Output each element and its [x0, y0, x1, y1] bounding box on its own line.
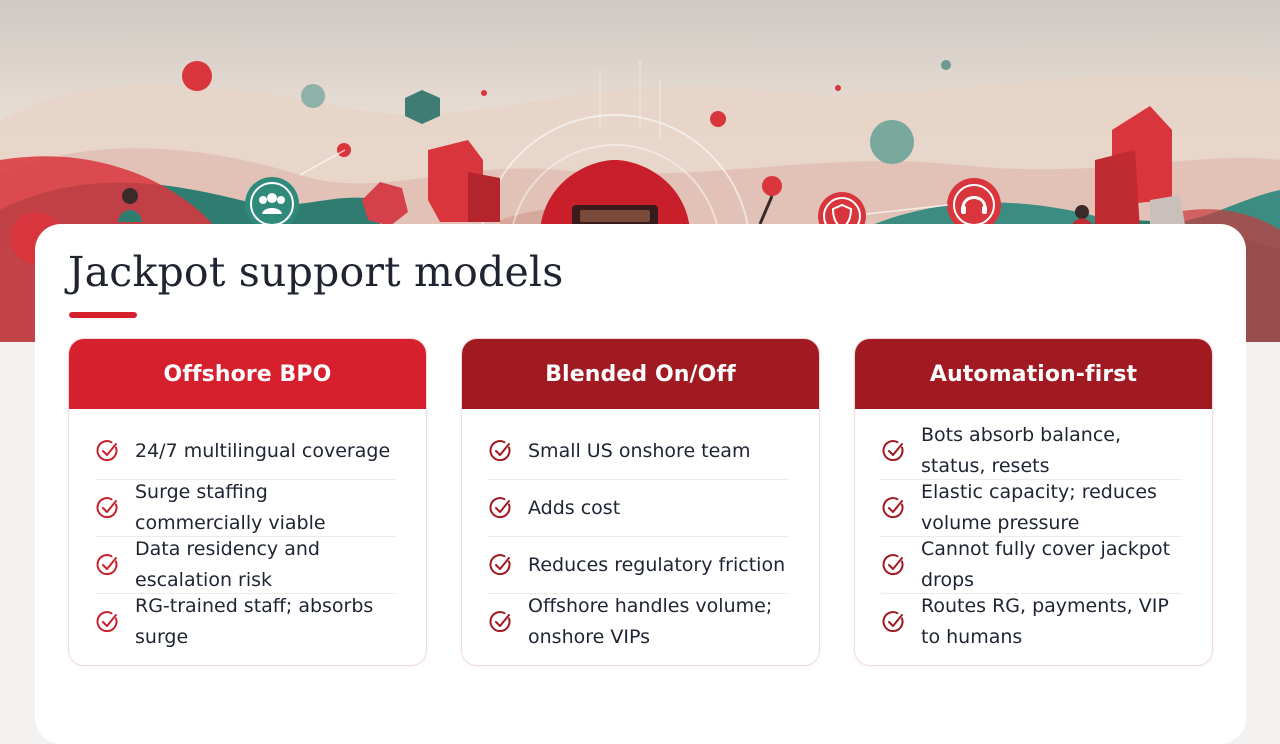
- list-item: Offshore handles volume; onshore VIPs: [488, 594, 789, 650]
- model-column-automation-first: Automation-first Bots absorb balance, st…: [854, 338, 1213, 666]
- item-text: 24/7 multilingual coverage: [135, 439, 391, 462]
- item-text: Data residency and escalation risk: [135, 538, 320, 591]
- title-accent-rule: [69, 312, 137, 318]
- check-circle-icon: [489, 497, 511, 519]
- headset-icon: [947, 178, 1001, 232]
- list-item: Bots absorb balance, status, resets: [881, 423, 1182, 480]
- check-circle-icon: [882, 440, 904, 462]
- item-text: RG-trained staff; absorbs surge: [135, 595, 374, 648]
- list-item: Data residency and escalation risk: [95, 537, 396, 594]
- column-header: Blended On/Off: [462, 339, 819, 409]
- column-items: 24/7 multilingual coverage Surge staffin…: [69, 409, 426, 650]
- person-figure-left: [118, 188, 142, 222]
- item-text: Offshore handles volume; onshore VIPs: [528, 595, 773, 648]
- check-circle-icon: [882, 611, 904, 633]
- check-circle-icon: [882, 497, 904, 519]
- column-header: Automation-first: [855, 339, 1212, 409]
- check-circle-icon: [96, 497, 118, 519]
- model-column-blended: Blended On/Off Small US onshore team Add…: [461, 338, 820, 666]
- check-circle-icon: [489, 440, 511, 462]
- item-text: Small US onshore team: [528, 439, 751, 462]
- item-text: Routes RG, payments, VIP to humans: [921, 595, 1169, 648]
- slide-title: Jackpot support models: [68, 248, 564, 296]
- model-column-offshore-bpo: Offshore BPO 24/7 multilingual coverage …: [68, 338, 427, 666]
- item-text: Surge staffing commercially viable: [135, 481, 326, 534]
- list-item: 24/7 multilingual coverage: [95, 423, 396, 480]
- check-circle-icon: [96, 554, 118, 576]
- team-icon: [245, 177, 299, 231]
- column-header: Offshore BPO: [69, 339, 426, 409]
- check-circle-icon: [489, 611, 511, 633]
- list-item: Adds cost: [488, 480, 789, 537]
- list-item: Surge staffing commercially viable: [95, 480, 396, 537]
- list-item: Cannot fully cover jackpot drops: [881, 537, 1182, 594]
- item-text: Elastic capacity; reduces volume pressur…: [921, 481, 1157, 534]
- list-item: Routes RG, payments, VIP to humans: [881, 594, 1182, 650]
- item-text: Bots absorb balance, status, resets: [921, 424, 1122, 477]
- column-items: Bots absorb balance, status, resets Elas…: [855, 409, 1212, 650]
- list-item: Reduces regulatory friction: [488, 537, 789, 594]
- column-items: Small US onshore team Adds cost Reduces …: [462, 409, 819, 650]
- list-item: Small US onshore team: [488, 423, 789, 480]
- item-text: Reduces regulatory friction: [528, 553, 786, 576]
- list-item: Elastic capacity; reduces volume pressur…: [881, 480, 1182, 537]
- item-text: Adds cost: [528, 496, 621, 519]
- item-text: Cannot fully cover jackpot drops: [921, 538, 1171, 591]
- check-circle-icon: [882, 554, 904, 576]
- check-circle-icon: [96, 611, 118, 633]
- check-circle-icon: [489, 554, 511, 576]
- list-item: RG-trained staff; absorbs surge: [95, 594, 396, 650]
- check-circle-icon: [96, 440, 118, 462]
